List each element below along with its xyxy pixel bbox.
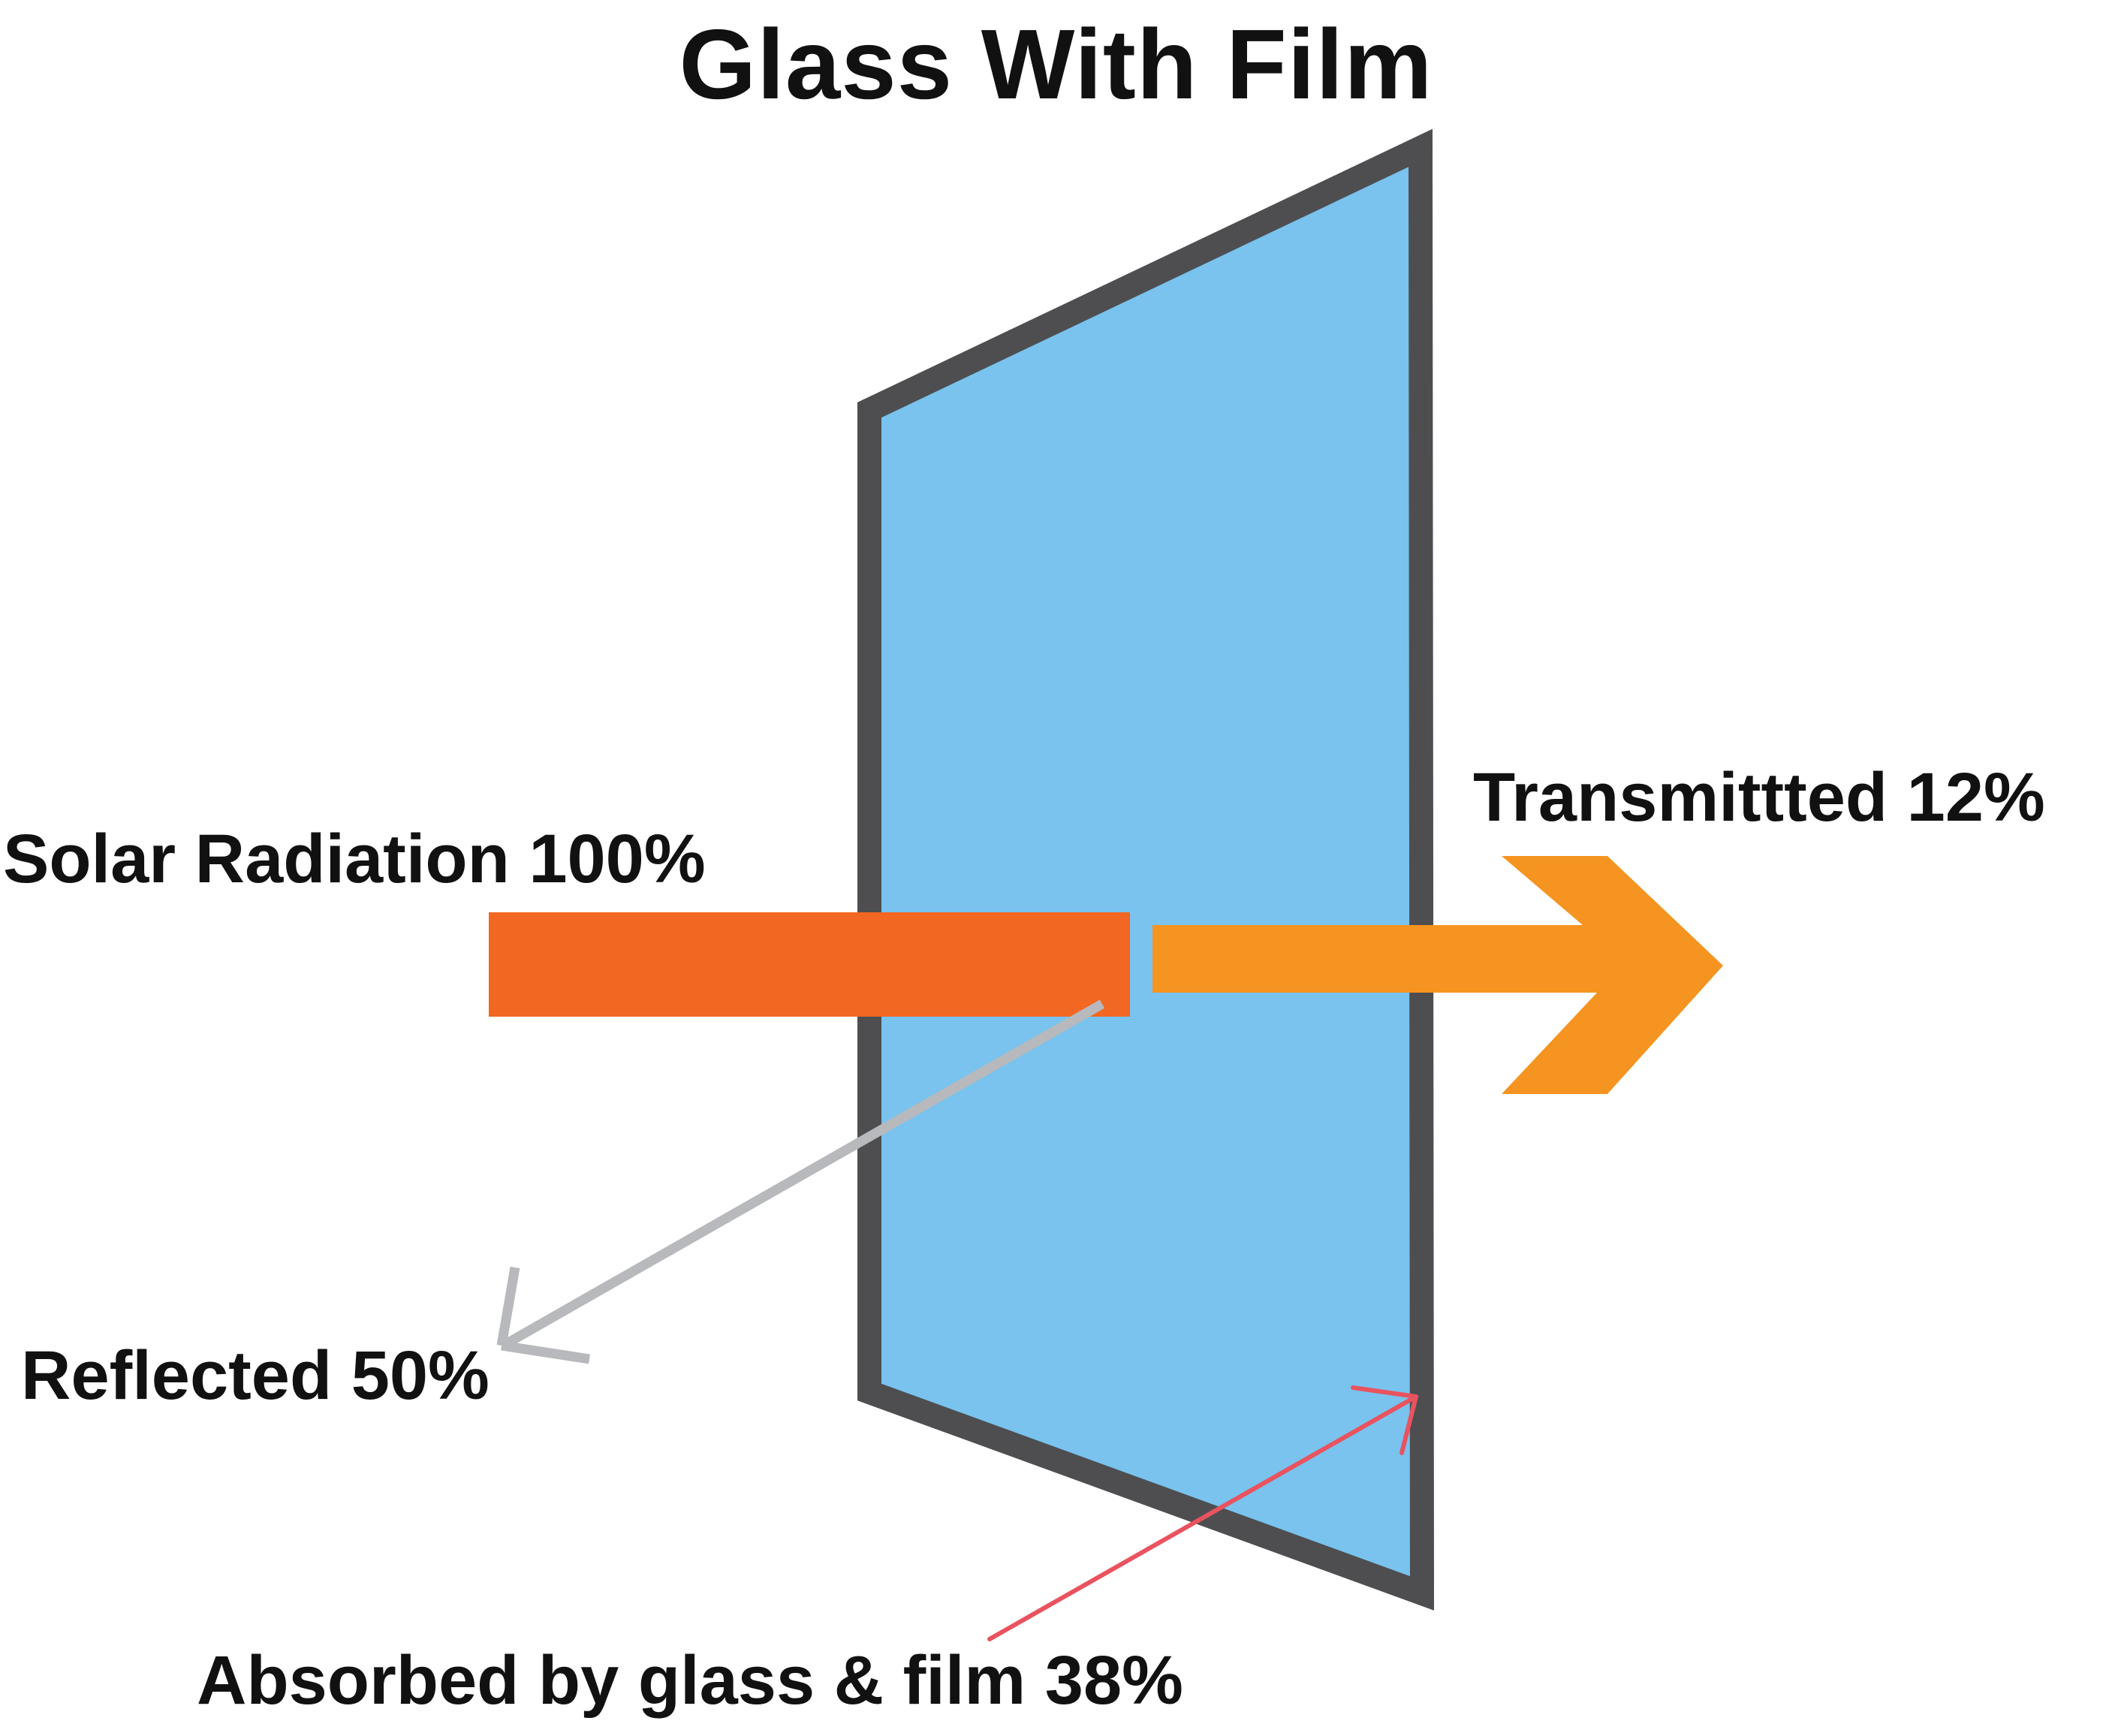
glass-pane [857,128,1435,1611]
diagram-title: Glass With Film [679,9,1433,119]
absorbed-arrow [987,1385,1418,1641]
transmitted-label: Transmittted 12% [1473,759,2045,836]
absorbed-label: Absorbed by glass & film 38% [197,1642,1183,1719]
solar-radiation-label: Solar Radiation 100% [3,821,706,897]
reflected-label: Reflected 50% [21,1337,490,1414]
reflected-arrow [496,999,1105,1364]
transmitted-arrow [1152,856,1723,1094]
solar-radiation-bar [489,912,1130,1017]
